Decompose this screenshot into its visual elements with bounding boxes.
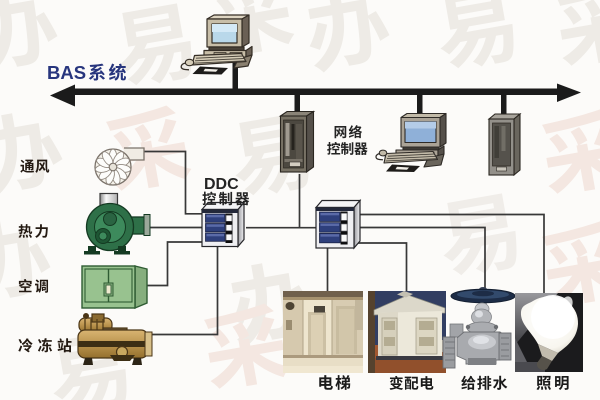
- svg-text:BAS: BAS: [47, 62, 86, 83]
- svg-text:DDC: DDC: [204, 176, 239, 193]
